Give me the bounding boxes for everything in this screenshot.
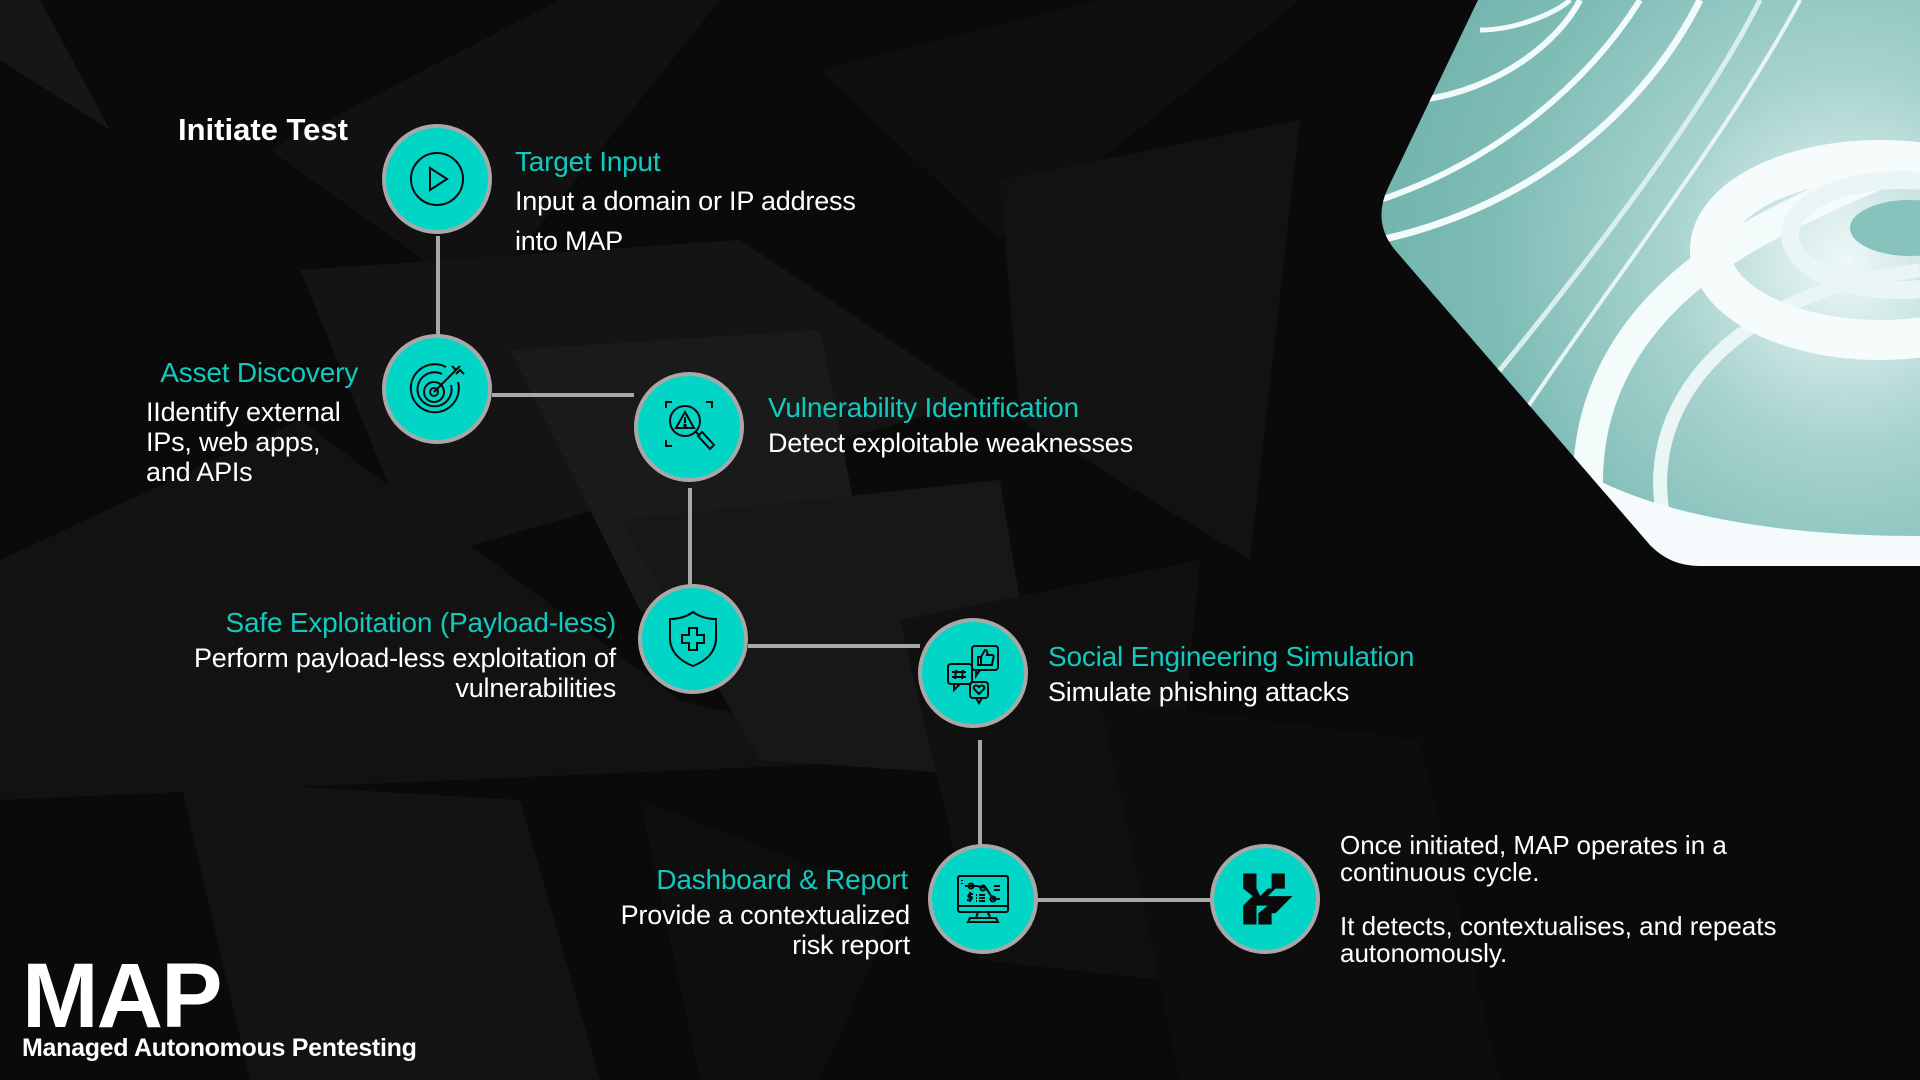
connector-exploit-to-social	[748, 644, 920, 648]
step-title-vulnerability-identification: Vulnerability Identification	[768, 392, 1079, 423]
cycle-description: Once initiated, MAP operates in a contin…	[1340, 832, 1800, 967]
step-node-safe-exploitation	[638, 584, 748, 694]
step-title-dashboard-report: Dashboard & Report	[656, 864, 908, 895]
desc-line: Detect exploitable weaknesses	[768, 428, 1133, 458]
desc-line: Input a domain or IP address	[515, 186, 856, 216]
desc-line: into MAP	[515, 226, 623, 256]
step-title-target-input: Target Input	[515, 146, 661, 177]
cycle-node-logo	[1210, 844, 1320, 954]
cycle-paragraph: Once initiated, MAP operates in a contin…	[1340, 830, 1727, 887]
connector-social-to-dashboard	[978, 740, 982, 852]
target-arrow-icon	[409, 363, 465, 414]
step-title-social-engineering: Social Engineering Simulation	[1048, 641, 1415, 672]
desc-line: Provide a contextualized	[620, 900, 911, 930]
warning-magnifier-icon	[665, 401, 716, 451]
cycle-paragraph: It detects, contextualises, and repeats …	[1340, 911, 1777, 968]
step-desc-safe-exploitation: Perform payload-less exploitation of vul…	[100, 643, 616, 703]
step-node-asset-discovery	[382, 334, 492, 444]
play-circle-icon	[410, 152, 464, 206]
shield-plus-icon	[669, 610, 717, 668]
desc-line: IIdentify external	[146, 397, 341, 427]
step-node-dashboard-report	[928, 844, 1038, 954]
step-node-social-engineering	[918, 618, 1028, 728]
step-title-asset-discovery: Asset Discovery	[160, 357, 358, 388]
connector-vuln-to-exploit	[688, 488, 692, 596]
brand-logo-icon	[1243, 873, 1293, 925]
social-chat-icon	[947, 645, 999, 705]
step-desc-dashboard-report: Provide a contextualized risk report	[520, 900, 911, 960]
brand-subtitle: Managed Autonomous Pentesting	[22, 1034, 417, 1062]
step-node-target-input	[382, 124, 492, 234]
desc-line: vulnerabilities	[455, 673, 616, 703]
desc-line: Perform payload-less exploitation of	[193, 643, 616, 673]
desc-line: Simulate phishing attacks	[1048, 677, 1350, 707]
connector-dashboard-to-cycle	[1036, 898, 1212, 902]
desc-line: and APIs	[146, 457, 253, 487]
step-desc-target-input: Input a domain or IP address into MAP	[515, 181, 856, 261]
step-desc-vulnerability-identification: Detect exploitable weaknesses	[768, 428, 1133, 458]
step-desc-asset-discovery: IIdentify external IPs, web apps, and AP…	[146, 397, 341, 487]
step-title-safe-exploitation: Safe Exploitation (Payload-less)	[225, 607, 617, 638]
initiate-test-heading: Initiate Test	[178, 112, 348, 147]
desc-line: IPs, web apps,	[146, 427, 321, 457]
connector-asset-to-vuln	[492, 393, 634, 397]
monitor-chart-icon	[957, 875, 1009, 923]
step-node-vulnerability-identification	[634, 372, 744, 482]
desc-line: risk report	[792, 930, 910, 960]
brand-title: MAP	[22, 945, 222, 1047]
step-desc-social-engineering: Simulate phishing attacks	[1048, 677, 1349, 707]
connector-target-to-asset	[436, 236, 440, 336]
